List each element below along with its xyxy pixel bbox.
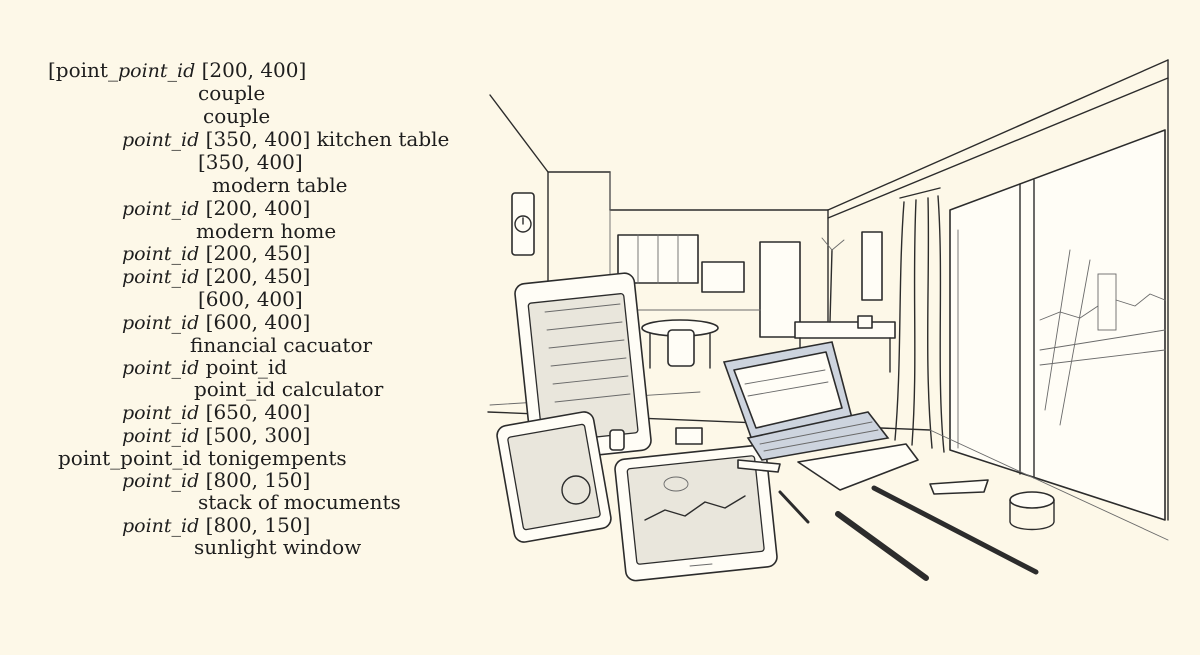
annotation-line: point_id calculator [194, 377, 384, 401]
annotation-line: stack of mocuments [198, 490, 401, 514]
annotation-line: [point_point_id [200, 400] [48, 58, 307, 82]
annotation-line: point_id [500, 300] [122, 423, 311, 447]
annotation-line: modern table [212, 173, 348, 197]
annotation-line: point_id [200, 450] [122, 264, 311, 288]
annotation-line: point_id [800, 150] [122, 468, 311, 492]
annotation-line: [350, 400] [198, 150, 303, 174]
annotation-line: couple [198, 81, 266, 105]
annotation-line: financial cacuator [190, 333, 373, 357]
financial-calculator-device [514, 272, 652, 462]
annotation-line: point_id [800, 150] [122, 513, 311, 537]
wall-clock-icon [511, 192, 535, 256]
annotation-text-panel: [point_point_id [200, 400] couple couple… [0, 0, 470, 655]
small-window [861, 231, 883, 301]
annotation-line: point_id [600, 400] [122, 310, 311, 334]
laptop-calculator [722, 341, 890, 461]
annotation-line: sunlight window [194, 535, 362, 559]
annotation-line: point_id [200, 450] [122, 241, 311, 265]
annotation-line: point_id [200, 400] [122, 196, 311, 220]
annotation-line: point_id point_id [122, 355, 288, 379]
annotation-line: point_id [350, 400] kitchen table [122, 127, 450, 151]
large-tablet [614, 444, 778, 582]
annotation-line: point_point_id tonigempents [58, 446, 347, 470]
annotation-line: modern home [196, 219, 337, 243]
kitchen-table [641, 319, 719, 369]
kitchen-cabinets [617, 234, 801, 338]
pen-icon [778, 485, 1039, 581]
annotation-line: [600, 400] [198, 287, 303, 311]
curtain [894, 187, 945, 453]
stack-of-documents [675, 427, 989, 495]
annotation-line: point_id [650, 400] [122, 400, 311, 424]
side-counter [794, 237, 896, 391]
tape-roll-icon [1009, 491, 1055, 531]
annotation-line: couple [203, 104, 271, 128]
room-sketch-illustration [487, 59, 1169, 582]
small-tablet [496, 411, 612, 543]
sunlight-window [949, 129, 1166, 521]
